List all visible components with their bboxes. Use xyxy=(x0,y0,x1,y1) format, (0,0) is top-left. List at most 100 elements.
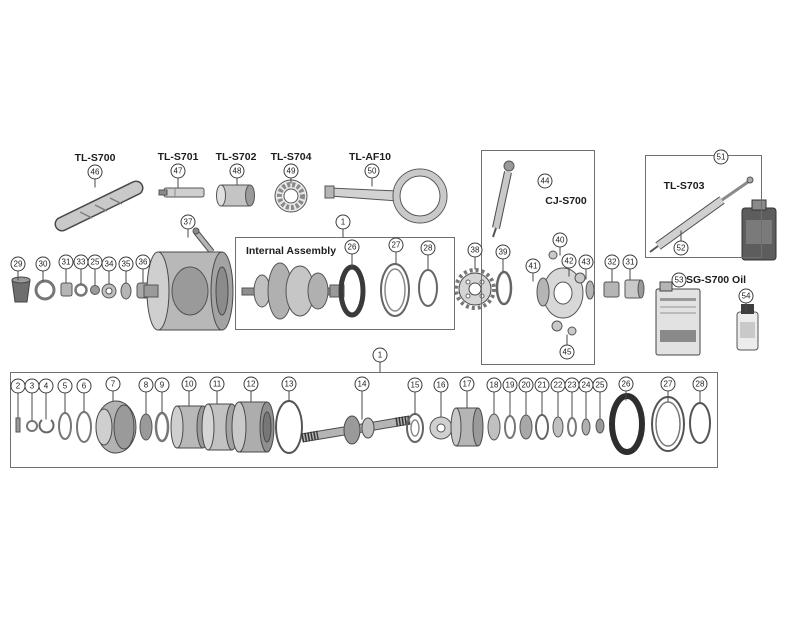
tl-s703-box xyxy=(645,155,762,258)
leader-line xyxy=(351,254,353,268)
callout-45: 45 xyxy=(559,334,575,360)
callout-23: 23 xyxy=(564,377,580,418)
cj-s700-label: CJ-S700 xyxy=(544,195,588,207)
callout-number: 10 xyxy=(184,379,194,388)
callout-33: 33 xyxy=(73,254,89,285)
leader-line xyxy=(236,178,238,186)
callout-number: 49 xyxy=(286,166,296,175)
callout-number: 42 xyxy=(564,256,574,265)
callout-19: 19 xyxy=(502,377,518,416)
callout-number: 41 xyxy=(528,261,538,270)
callout-17: 17 xyxy=(459,376,475,409)
callout-39: 39 xyxy=(495,244,511,272)
callout-number: 50 xyxy=(367,166,377,175)
leader-line xyxy=(187,229,189,238)
callout-6: 6 xyxy=(76,378,92,412)
callout-number: 1 xyxy=(340,217,346,226)
leader-line xyxy=(699,391,701,404)
callout-number: 30 xyxy=(38,259,48,268)
callout-number: 32 xyxy=(607,257,617,266)
leader-line xyxy=(493,392,495,415)
callout-number: 16 xyxy=(436,380,446,389)
callout-number: 44 xyxy=(540,176,550,185)
leader-line xyxy=(83,393,85,412)
callout-48: 48 xyxy=(229,163,245,186)
callout-number: 43 xyxy=(581,257,591,266)
internal-assembly-label: Internal Assembly xyxy=(244,245,338,257)
callout-52: 52 xyxy=(673,230,689,256)
callout-number: 12 xyxy=(246,379,256,388)
callout-number: 4 xyxy=(43,381,49,390)
leader-line xyxy=(17,393,19,418)
leader-line xyxy=(414,392,416,415)
leader-line xyxy=(64,393,66,413)
callout-number: 40 xyxy=(555,235,565,244)
callout-37: 37 xyxy=(180,214,196,238)
callout-29: 29 xyxy=(10,256,26,281)
main-assembly-box xyxy=(10,372,718,468)
callout-number: 23 xyxy=(567,380,577,389)
leader-line xyxy=(599,392,601,419)
sg-s700-oil-label: SG-S700 Oil xyxy=(684,274,748,286)
part-39-ring-drawing xyxy=(495,270,513,306)
leader-line xyxy=(502,259,504,272)
callout-27: 27 xyxy=(660,376,676,402)
leader-line xyxy=(474,257,476,270)
callout-number: 2 xyxy=(15,381,21,390)
callout-number: 25 xyxy=(90,257,100,266)
leader-line xyxy=(557,392,559,417)
callout-5: 5 xyxy=(57,378,73,413)
callout-number: 39 xyxy=(498,247,508,256)
callout-9: 9 xyxy=(154,377,170,413)
callout-43: 43 xyxy=(578,254,594,280)
leader-line xyxy=(466,391,468,409)
callout-number: 15 xyxy=(410,380,420,389)
callout-50: 50 xyxy=(364,163,380,187)
callout-13: 13 xyxy=(281,376,297,402)
callout-number: 25 xyxy=(595,380,605,389)
callout-number: 37 xyxy=(183,217,193,226)
part-49-tl-s704-tool-drawing xyxy=(274,179,308,213)
callout-number: 21 xyxy=(537,380,547,389)
part-53-oil-can-drawing xyxy=(655,281,701,356)
callout-44: 44 xyxy=(537,173,553,189)
tl-s703-kit-drawing xyxy=(649,176,777,261)
leader-line xyxy=(45,393,47,420)
leader-line xyxy=(161,392,163,413)
leader-line xyxy=(525,392,527,415)
part-48-tl-s702-tool-drawing xyxy=(216,184,255,207)
callout-41: 41 xyxy=(525,258,541,282)
callout-number: 26 xyxy=(621,379,631,388)
leader-line xyxy=(361,391,363,420)
callout-number: 34 xyxy=(104,259,114,268)
leader-line xyxy=(440,392,442,418)
callout-number: 53 xyxy=(674,275,684,284)
callout-7: 7 xyxy=(105,376,121,402)
leader-line xyxy=(290,178,292,184)
leader-line xyxy=(611,269,613,282)
callout-20: 20 xyxy=(518,377,534,415)
cj-s700-parts-drawing xyxy=(492,160,595,336)
callout-number: 24 xyxy=(581,380,591,389)
callout-31: 31 xyxy=(622,254,638,280)
callout-2: 2 xyxy=(10,378,26,418)
callout-number: 7 xyxy=(110,379,116,388)
callout-12: 12 xyxy=(243,376,259,403)
callout-number: 47 xyxy=(173,166,183,175)
callout-number: 29 xyxy=(13,259,23,268)
tl-s703-label: TL-S703 xyxy=(662,180,706,192)
leader-line xyxy=(177,178,179,189)
leader-line xyxy=(125,271,127,284)
callout-8: 8 xyxy=(138,377,154,414)
leader-line xyxy=(142,269,144,283)
internal-assembly-box xyxy=(235,237,455,330)
leader-line xyxy=(250,391,252,403)
part-54-oil-bottle-drawing xyxy=(736,304,759,351)
leader-line xyxy=(566,334,568,345)
callout-10: 10 xyxy=(181,376,197,407)
callout-16: 16 xyxy=(433,377,449,418)
callout-number: 3 xyxy=(29,381,35,390)
callout-36: 36 xyxy=(135,254,151,283)
